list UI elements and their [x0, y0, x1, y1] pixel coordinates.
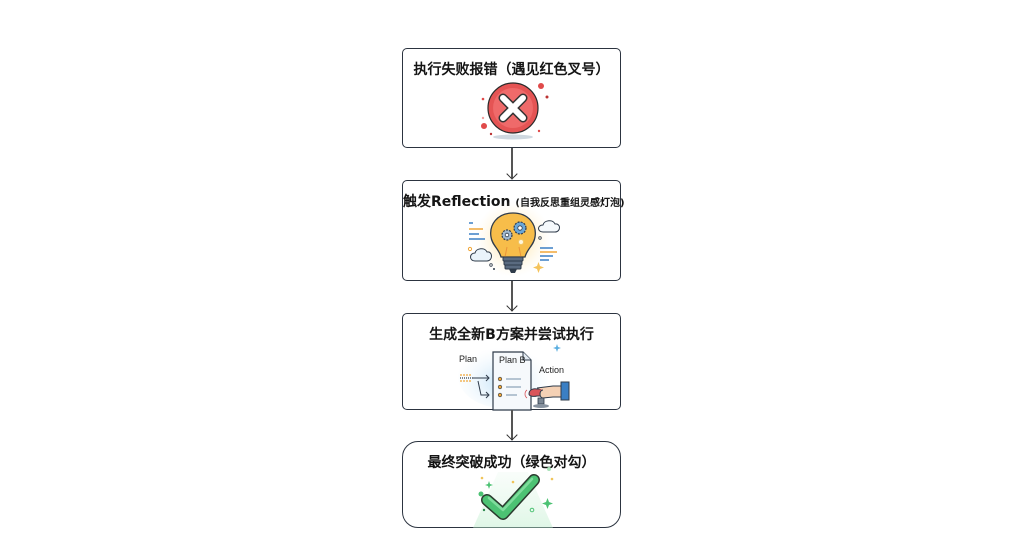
- step-2-box: 触发Reflection (自我反思重组灵感灯泡): [402, 180, 625, 281]
- lightbulb-gears-icon: [467, 201, 560, 277]
- plan-b-document-icon: [458, 344, 570, 411]
- step-4-title: 最终突破成功（绿色对勾）: [427, 455, 596, 471]
- plan-label: Plan: [459, 354, 478, 364]
- step-3-title: 生成全新B方案并尝试执行: [429, 327, 594, 343]
- step-2-title: 触发Reflection (自我反思重组灵感灯泡): [403, 191, 625, 211]
- arrowhead-2: [506, 300, 518, 312]
- step-2-title-sub: (自我反思重组灵感灯泡): [515, 198, 625, 209]
- green-checkmark-icon: [473, 467, 554, 528]
- connector-arrow-2: [511, 281, 513, 311]
- action-label: Action: [539, 365, 565, 375]
- step-1-box: 执行失败报错（遇见红色叉号）: [402, 48, 621, 148]
- connector-arrow-1: [511, 148, 513, 178]
- step-2-title-main: 触发Reflection: [403, 194, 511, 210]
- connector-arrow-3: [511, 410, 513, 440]
- step-1-title: 执行失败报错（遇见红色叉号）: [413, 62, 610, 78]
- red-x-circle-icon: [481, 82, 549, 140]
- step-4-box: 最终突破成功（绿色对勾）: [402, 441, 621, 528]
- plan-b-label: Plan B: [499, 355, 526, 365]
- step-3-box: 生成全新B方案并尝试执行: [402, 313, 621, 411]
- arrowhead-1: [506, 168, 518, 180]
- arrowhead-3: [506, 429, 518, 441]
